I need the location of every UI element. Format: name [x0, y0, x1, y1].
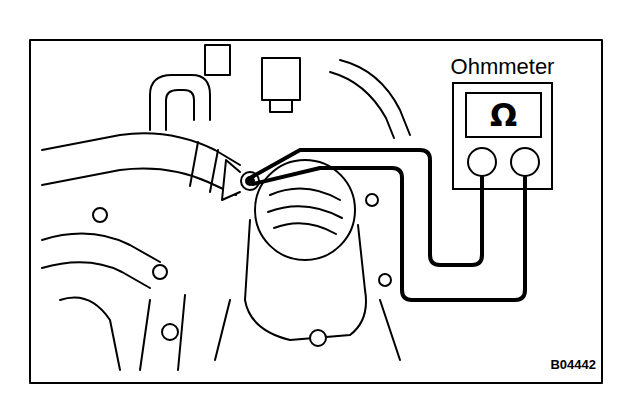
bolt — [153, 265, 167, 279]
picture-frame — [30, 40, 602, 383]
meter-display: Ω — [465, 92, 542, 138]
bolt — [93, 208, 107, 222]
hose — [42, 262, 150, 288]
illustration-group — [30, 40, 602, 383]
bolt — [310, 330, 326, 346]
ohm-symbol: Ω — [490, 99, 517, 131]
meter-jack — [468, 148, 496, 176]
hose — [42, 169, 236, 196]
figure-code: B04442 — [548, 358, 598, 372]
connector-block — [262, 58, 300, 100]
hose-elbow — [166, 90, 194, 130]
sensor-body — [222, 160, 240, 200]
pipe-line — [330, 72, 394, 138]
hose — [42, 133, 240, 165]
hose-clamp — [190, 142, 218, 192]
bracket-part — [205, 45, 230, 75]
cap-ribs — [268, 189, 342, 234]
bolt — [162, 324, 178, 340]
test-leads — [250, 150, 525, 300]
bolt — [366, 194, 378, 206]
hose-elbow — [150, 75, 210, 130]
pipe-line — [215, 300, 400, 360]
hose — [42, 234, 160, 262]
connector-plug — [270, 100, 292, 112]
test-lead-wire — [253, 168, 525, 300]
round-cap — [255, 160, 355, 260]
meter-title: Ohmmeter — [451, 55, 555, 79]
meter-jack — [511, 148, 539, 176]
hose — [140, 295, 185, 370]
meter-body: OhmmeterΩ — [452, 82, 553, 190]
pipe-line — [340, 60, 410, 135]
bolt — [379, 274, 391, 286]
pipe-line — [60, 298, 120, 371]
